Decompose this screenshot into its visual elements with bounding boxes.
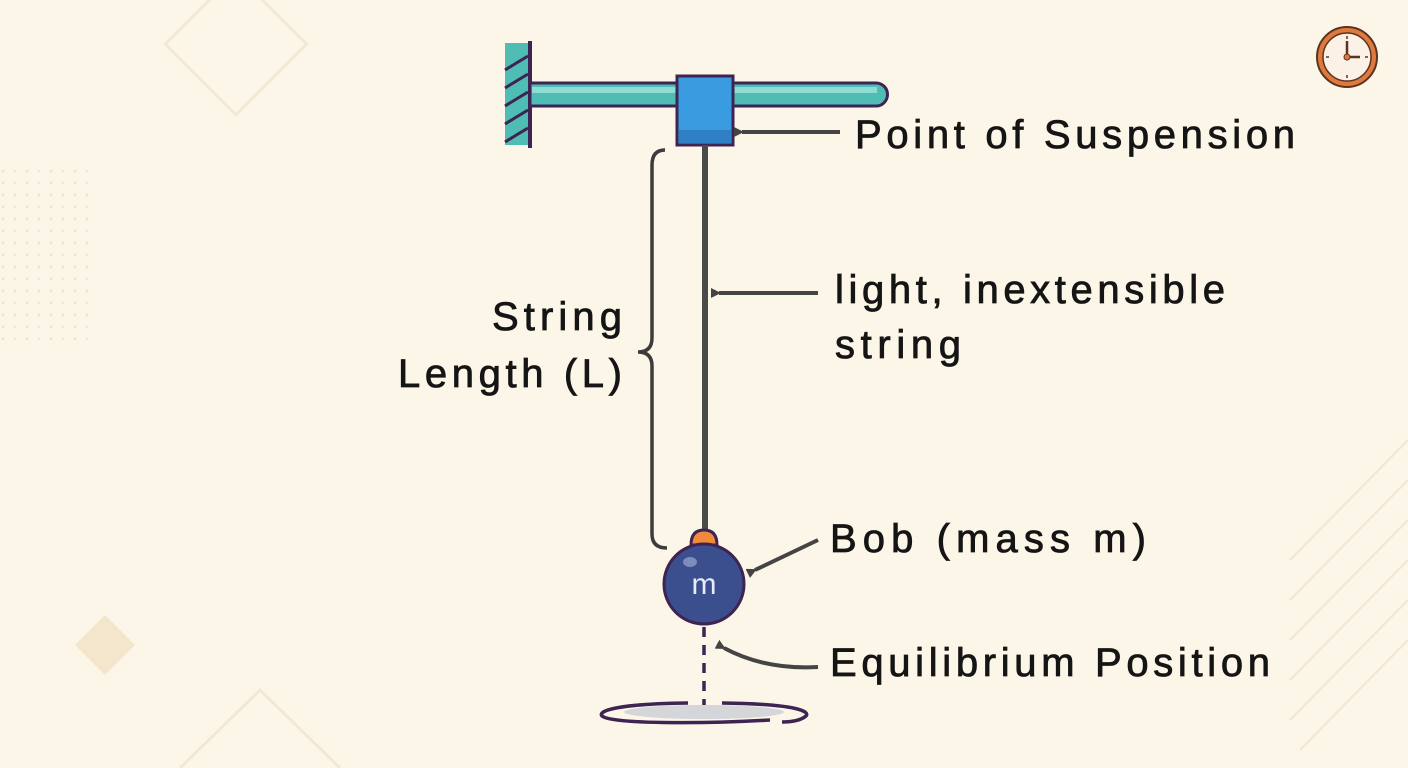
bob-mass-label: m	[692, 568, 717, 601]
bob: m	[662, 528, 746, 626]
bob-arrow	[745, 538, 819, 578]
clock-icon	[1316, 26, 1378, 88]
length-bracket	[637, 148, 668, 550]
string-label-line2: string	[835, 323, 961, 367]
equilibrium-label: Equilibrium Position	[830, 641, 1270, 685]
length-label-line2: Length (L)	[398, 352, 622, 396]
length-label-line1: String	[492, 295, 622, 339]
equilibrium-arrow	[714, 639, 819, 670]
suspension-block	[675, 74, 735, 147]
wall-support	[504, 41, 532, 148]
bob-label: Bob (mass m)	[830, 517, 1146, 561]
base-ellipse	[599, 701, 809, 725]
string-label-line1: light, inextensible	[835, 268, 1225, 312]
suspension-label: Point of Suspension	[855, 113, 1295, 157]
